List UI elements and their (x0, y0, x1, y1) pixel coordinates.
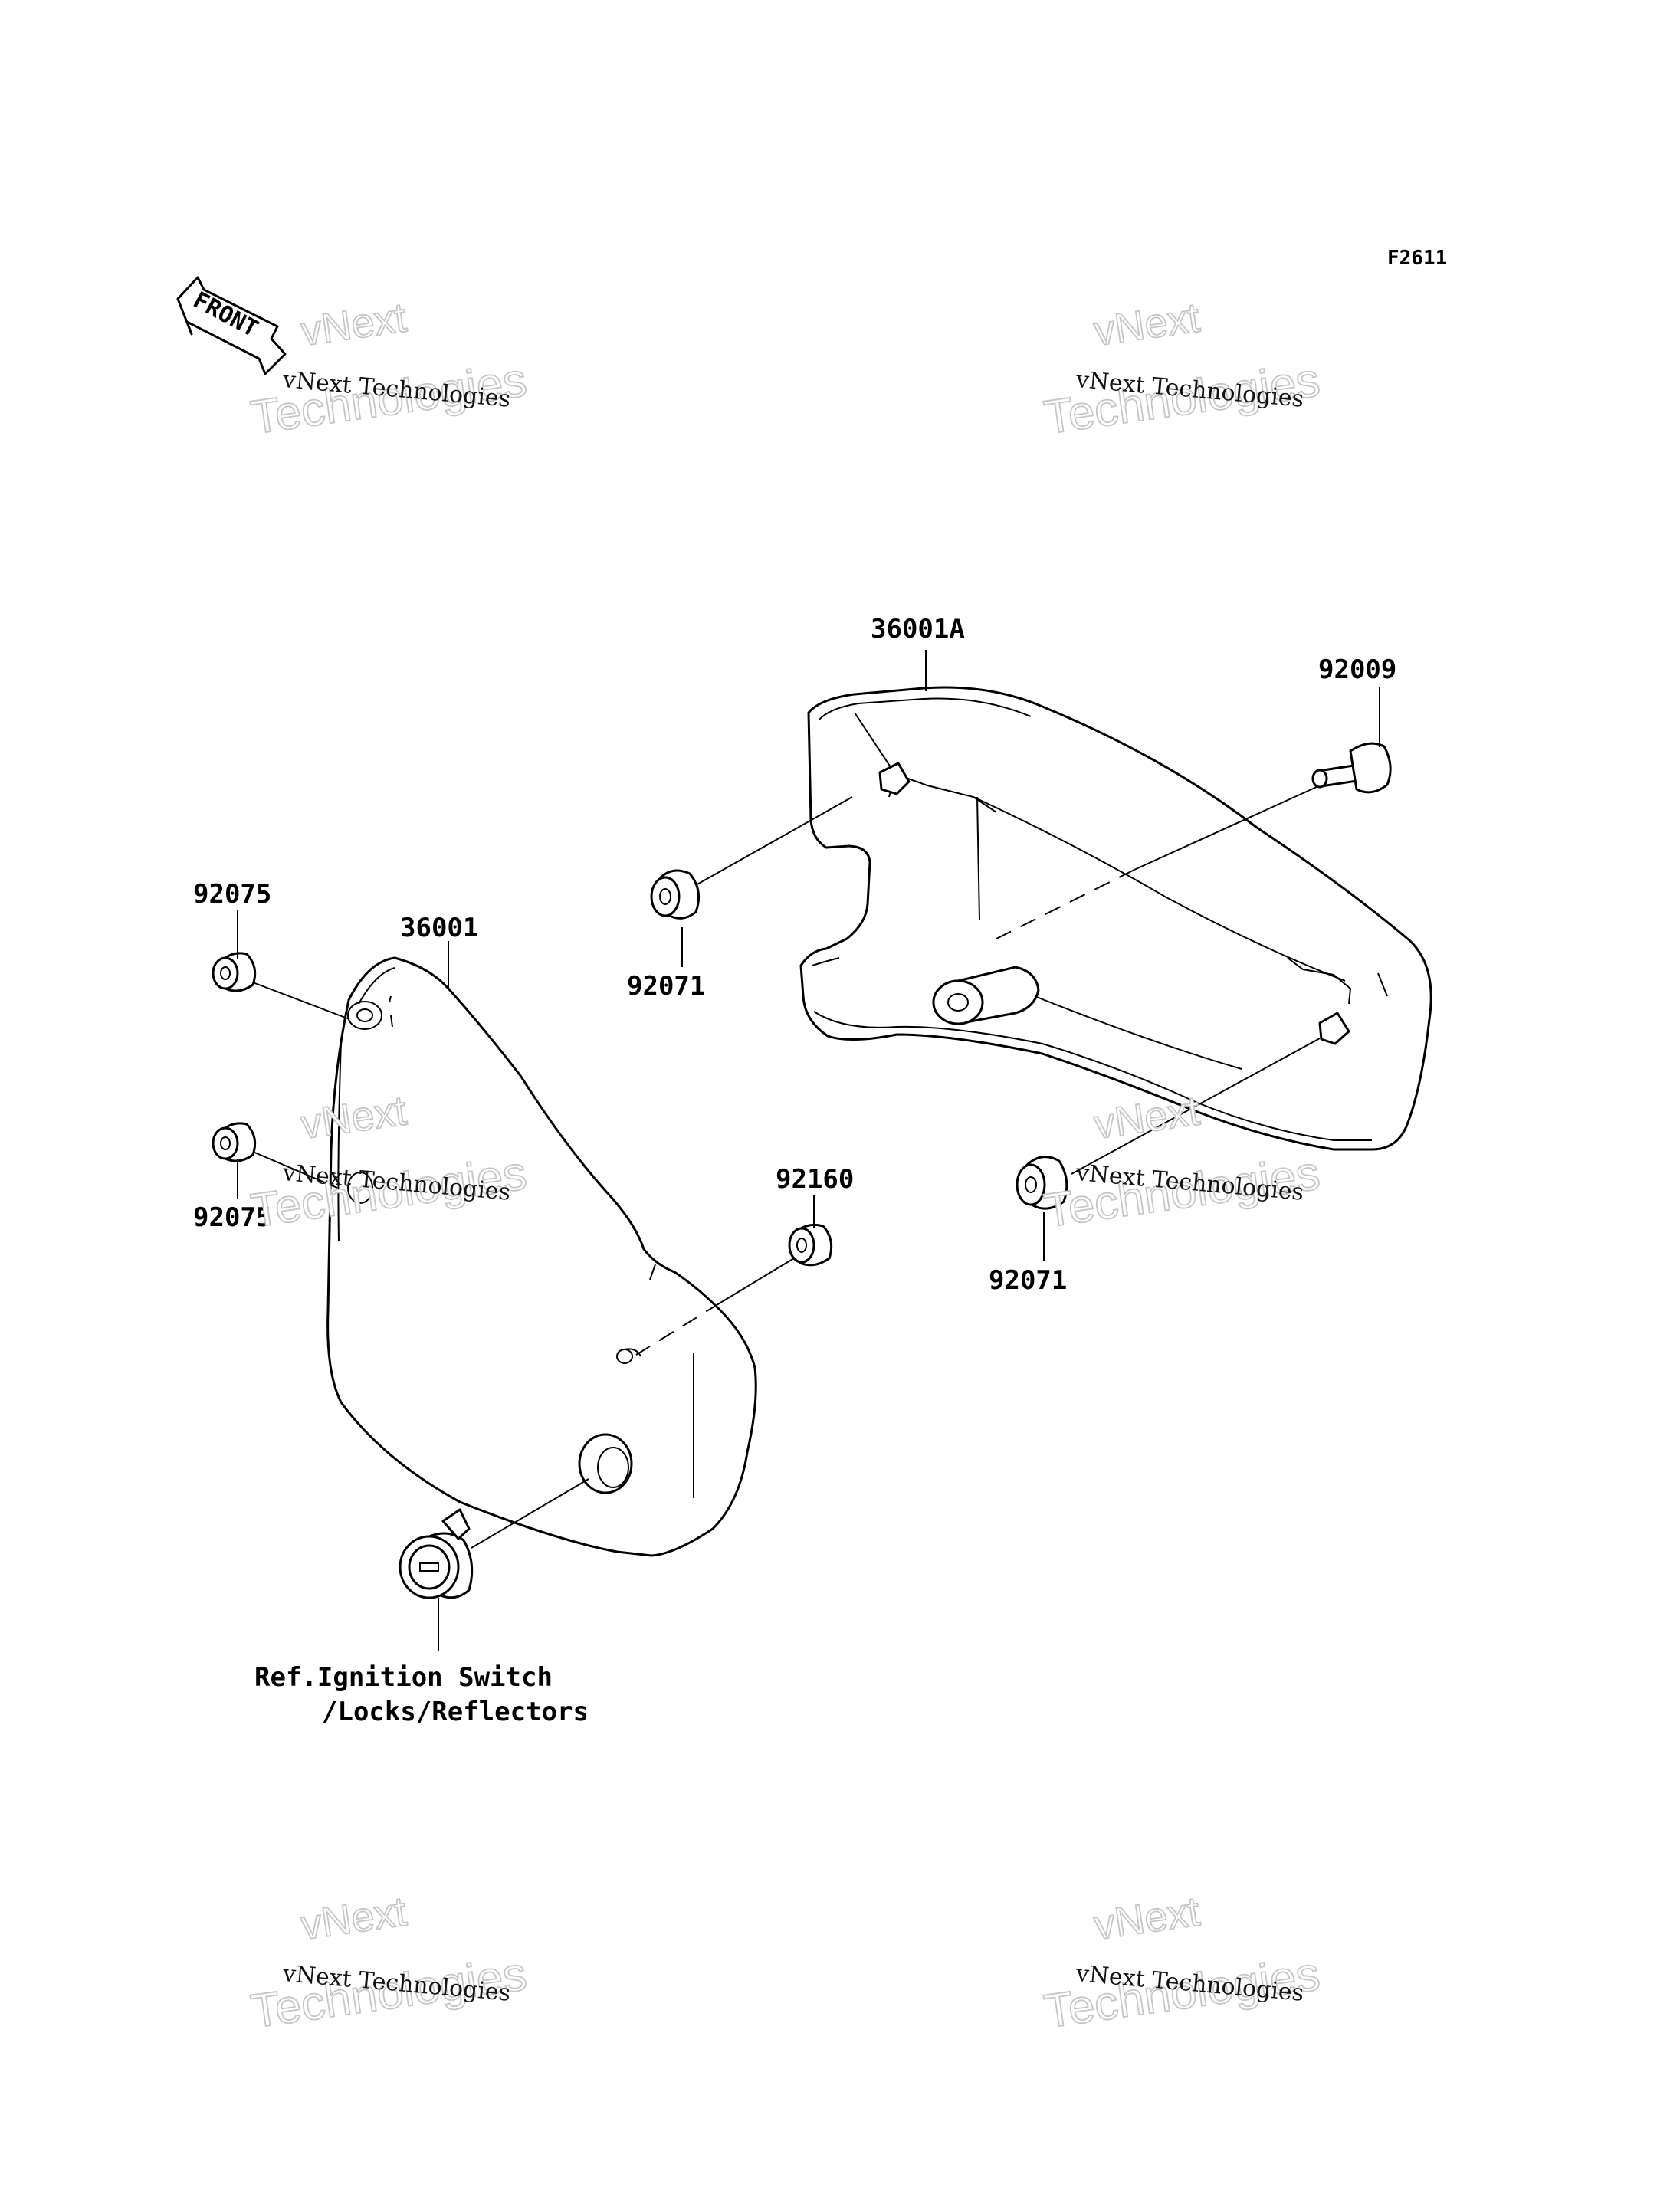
label-36001a: 36001A (871, 614, 965, 644)
grommet-right-lower (1016, 1156, 1068, 1210)
bolt-92009 (1311, 742, 1392, 794)
label-36001: 36001 (400, 913, 478, 943)
side-cover-left (326, 956, 757, 1557)
watermark-6: vNext Technologies vNext Technologies (1040, 1887, 1324, 2039)
label-92071-upper: 92071 (627, 971, 705, 1002)
svg-text:vNext: vNext (1091, 294, 1203, 355)
watermark-1: vNext Technologies vNext Technologies (247, 293, 530, 445)
watermark-2: vNext Technologies vNext Technologies (1040, 293, 1324, 445)
figure-code: F2611 (1387, 247, 1447, 270)
grommet-left-upper (212, 952, 257, 992)
label-92075-lower: 92075 (193, 1202, 271, 1233)
label-92160: 92160 (776, 1164, 854, 1195)
side-cover-right (799, 686, 1432, 1151)
front-arrow-icon: FRONT (176, 276, 287, 375)
grommet-right-upper (650, 869, 701, 920)
label-92009: 92009 (1318, 654, 1396, 685)
reference-line-1: Ref.Ignition Switch (254, 1662, 553, 1693)
ignition-lock (399, 1508, 474, 1599)
grommet-left-lower (212, 1122, 257, 1162)
svg-text:vNext: vNext (298, 294, 409, 355)
svg-text:vNext: vNext (298, 1888, 409, 1949)
label-92071-lower: 92071 (989, 1265, 1067, 1296)
reference-line-2: /Locks/Reflectors (322, 1697, 589, 1727)
grommet-left-rear (788, 1223, 833, 1267)
label-92075-upper: 92075 (193, 879, 271, 910)
watermark-5: vNext Technologies vNext Technologies (247, 1887, 530, 2039)
svg-text:vNext: vNext (1091, 1087, 1203, 1148)
svg-text:vNext: vNext (1091, 1888, 1203, 1949)
leader-lines (237, 650, 1380, 1651)
